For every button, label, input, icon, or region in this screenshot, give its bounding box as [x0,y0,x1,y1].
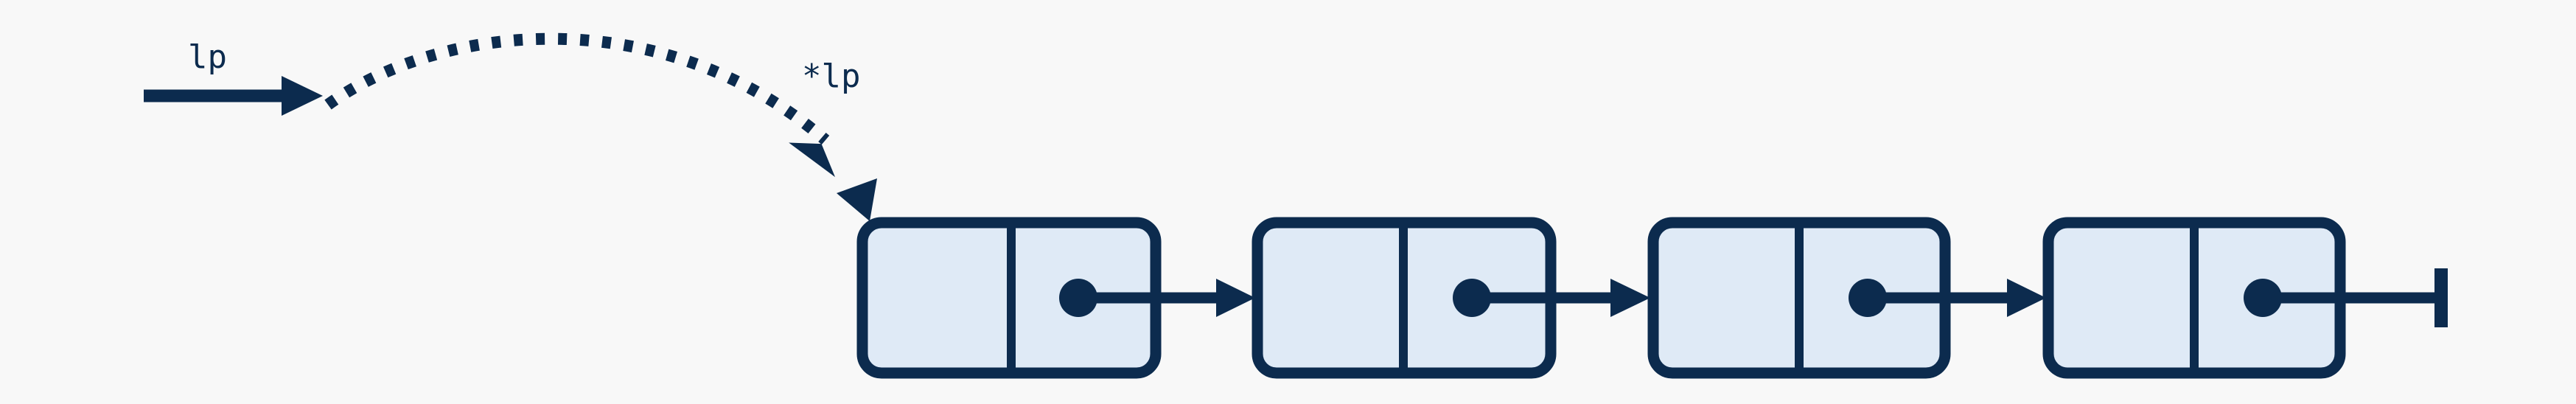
deref-arrow-curve [324,32,830,145]
node-3 [1647,217,1951,379]
null-terminator [2263,268,2448,327]
deref-label: *lp [802,58,860,95]
null-terminator-bar [2434,268,2448,327]
link-2-arrow [1472,279,1650,317]
link-2-head [1610,279,1650,317]
lp-arrow-head [282,76,323,116]
deref-arrow-tip [837,178,877,221]
lp-label: lp [188,38,227,76]
link-1-arrow [1078,279,1255,317]
link-3-head [2007,279,2046,317]
deref-arrow-head [789,142,836,178]
link-1-head [1216,279,1255,317]
lp-pointer-arrow [144,76,323,116]
deref-curved-arrow [324,32,877,221]
link-3-arrow [1868,279,2046,317]
